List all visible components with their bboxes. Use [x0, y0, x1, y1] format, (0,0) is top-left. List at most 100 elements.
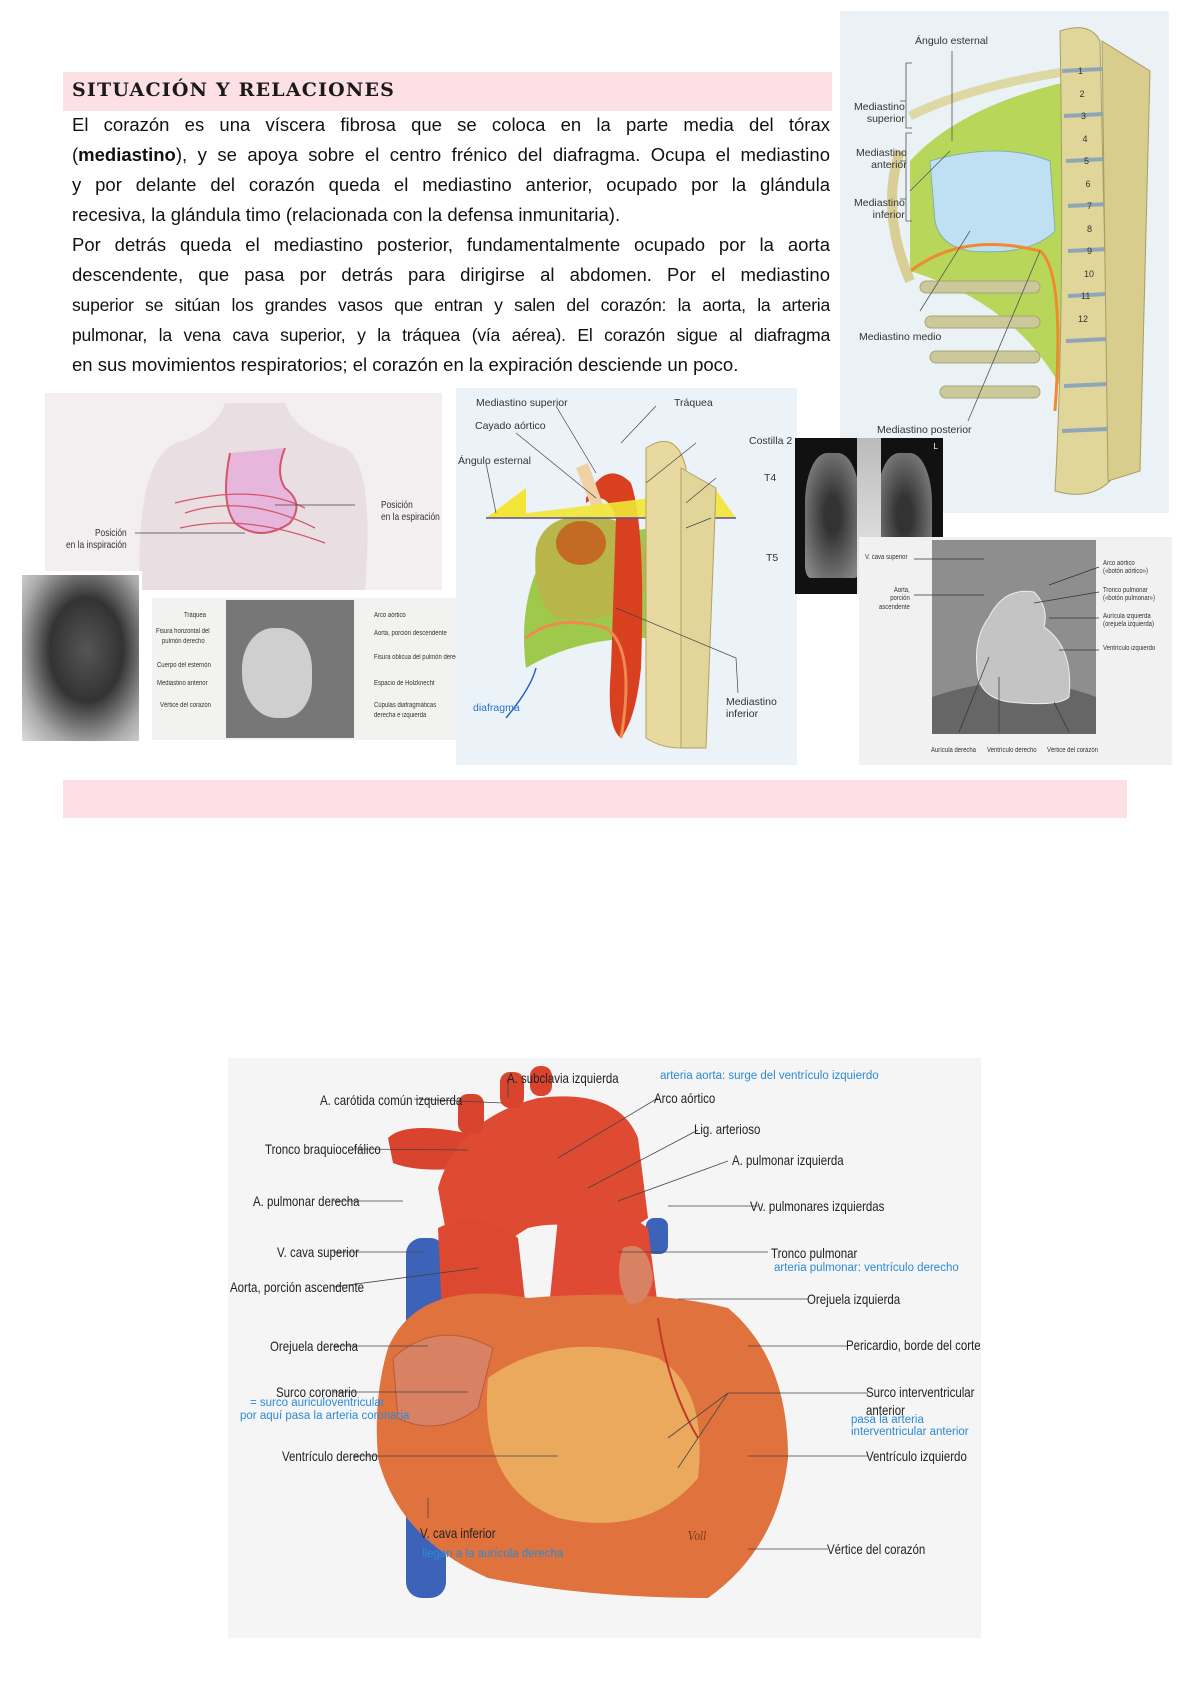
label-line: (orejuela izquierda)	[1103, 621, 1154, 629]
text-fragment: (	[72, 144, 79, 165]
label-surco-coronario: Surco coronario	[276, 1384, 358, 1400]
label-vertice-corazon: Vértice del corazón	[827, 1541, 926, 1557]
label-arco-aortico: Arco aórtico	[654, 1090, 716, 1106]
label-arco-aortico: Arco aórtico(«botón aórtico»)	[1103, 560, 1148, 577]
label-vcava-superior: V. cava superior	[865, 554, 908, 561]
heart-anterior-figure: A. subclavia izquierda A. carótida común…	[228, 1058, 981, 1638]
note-surco-iv-2: interventricular anterior	[851, 1426, 969, 1438]
vertebra-number: 12	[1078, 313, 1089, 324]
mediastinum-lateral-diagram: Mediastino superior Tráquea Cayado aórti…	[456, 388, 797, 765]
vertebra-number: 2	[1079, 88, 1085, 99]
label-vertice-corazon: Vértice del corazón	[160, 702, 211, 709]
label-ventriculo-derecho: Ventrículo derecho	[282, 1448, 378, 1464]
vertebra-number: 5	[1084, 156, 1090, 166]
note-arteria-pulmonar: arteria pulmonar: ventrículo derecho	[774, 1262, 959, 1274]
label-line: («botón aórtico»)	[1103, 568, 1148, 576]
label-line: Mediastino	[726, 696, 777, 708]
text-line: y por delante del corazón queda el media…	[72, 174, 830, 195]
label-line: en la espiración	[381, 511, 440, 524]
section-title-bar: SITUACIÓN Y RELACIONES	[63, 72, 832, 111]
label-fisura-horizontal: Fisura horizontal del	[156, 628, 210, 635]
label-vcava-superior: V. cava superior	[277, 1244, 359, 1260]
section-title: SITUACIÓN Y RELACIONES	[72, 79, 396, 101]
xray-side-marker: L	[933, 442, 938, 451]
text-fragment: ), y se apoya sobre el centro frénico de…	[175, 144, 830, 165]
sagittal-diagram-figure: Tráquea Fisura horizontal del pulmón der…	[152, 598, 456, 740]
label-fisura-oblicua: Fisura oblicua del pulmón derecho	[374, 654, 456, 661]
label-line: Aorta,	[893, 587, 910, 594]
label-auricula-izquierda: Aurícula izquierda(orejuela izquierda)	[1103, 613, 1154, 630]
label-t4: T4	[764, 472, 777, 484]
note-vcava-inferior: llegan a la aurícula derecha	[422, 1548, 564, 1560]
vertebra-number: 3	[1081, 111, 1087, 121]
label-carotida: A. carótida común izquierda	[320, 1092, 463, 1108]
label-mediastino-anterior: Mediastino anterior	[157, 680, 208, 687]
label-orejuela-izquierda: Orejuela izquierda	[807, 1291, 901, 1307]
label-ventriculo-derecho: Ventrículo derecho	[987, 747, 1037, 754]
label-subclavia: A. subclavia izquierda	[507, 1070, 619, 1086]
label-line: ascendente	[879, 603, 910, 611]
label-angulo-esternal: Ángulo esternal	[915, 35, 988, 47]
label-cupulas: Cúpulas diafragmáticas	[374, 702, 437, 709]
silhouette-illustration	[914, 540, 1100, 734]
label-pulmonar-izquierda: A. pulmonar izquierda	[732, 1152, 844, 1168]
label-arco-aortico: Arco aórtico	[374, 612, 406, 619]
section-bar-empty	[63, 780, 1127, 818]
label-aorta-descendente: Aorta, porción descendente	[374, 630, 447, 637]
label-line: porción	[890, 595, 910, 603]
label-diafragma: diafragma	[473, 702, 520, 714]
vertebra-number: 8	[1087, 223, 1093, 234]
label-traquea: Tráquea	[674, 397, 713, 409]
label-cupulas-2: derecha e izquierda	[374, 712, 427, 719]
torso-illustration	[135, 403, 368, 590]
label-line: inferior	[872, 209, 905, 222]
label-line: Arco aórtico	[1103, 560, 1135, 567]
label-mediastino-posterior: Mediastino posterior	[877, 424, 972, 436]
thorax-illustration	[485, 405, 739, 749]
text-line: recesiva, la glándula timo (relacionada …	[72, 204, 621, 225]
label-line: Tronco pulmonar	[1103, 587, 1148, 594]
label-espacio-holzknecht: Espacio de Holzknecht	[374, 680, 435, 687]
label-line: superior	[866, 113, 905, 126]
vertebra-number: 10	[1084, 268, 1095, 279]
label-ventriculo-izquierdo: Ventrículo izquierdo	[866, 1448, 967, 1464]
note-arteria-aorta: arteria aorta: surge del ventrículo izqu…	[660, 1070, 879, 1082]
label-vertice-corazon: Vértice del corazón	[1047, 747, 1098, 754]
label-line: inferior	[726, 708, 759, 721]
label-tronco-pulmonar: Tronco pulmonar	[771, 1245, 858, 1261]
label-pulmon-derecho: pulmón derecho	[162, 638, 205, 645]
label-line: Posición	[94, 527, 127, 539]
text-line: (mediastino), y se apoya sobre el centro…	[72, 140, 830, 170]
label-vv-pulmonares: Vv. pulmonares izquierdas	[750, 1198, 885, 1214]
text-line: Por detrás queda el mediastino posterior…	[72, 234, 830, 255]
label-mediastino-superior: Mediastino superior	[476, 397, 568, 409]
vertebra-number: 6	[1085, 178, 1091, 189]
label-cayado-aortico: Cayado aórtico	[475, 420, 546, 432]
label-ventriculo-izquierdo: Ventrículo izquierdo	[1103, 645, 1156, 652]
vertebra-number: 7	[1087, 201, 1093, 211]
lateral-xray-image	[18, 571, 142, 745]
note-surco-coronario-1: = surco auriculoventricular	[250, 1397, 385, 1409]
label-t5: T5	[766, 552, 779, 564]
artist-signature: Voll	[688, 1529, 707, 1543]
note-surco-iv-1: pasa la arteria	[851, 1414, 924, 1426]
text-line: superior se sitúan los grandes vasos que…	[72, 295, 830, 315]
label-line: Mediastino	[856, 147, 907, 159]
label-vcava-inferior: V. cava inferior	[420, 1525, 496, 1541]
label-line: Posición	[381, 499, 413, 511]
label-pulmonar-derecha: A. pulmonar derecha	[253, 1193, 360, 1209]
label-auricula-derecha: Aurícula derecha	[931, 747, 976, 754]
text-line: en sus movimientos respiratorios; el cor…	[72, 354, 739, 375]
vertebra-number: 11	[1081, 291, 1091, 301]
label-cuerpo-esternon: Cuerpo del esternón	[157, 662, 211, 669]
label-line: anterior	[871, 159, 907, 172]
label-tronco-pulmonar: Tronco pulmonar(«botón pulmonar»)	[1103, 587, 1155, 604]
label-costilla: Costilla 2	[749, 435, 793, 447]
